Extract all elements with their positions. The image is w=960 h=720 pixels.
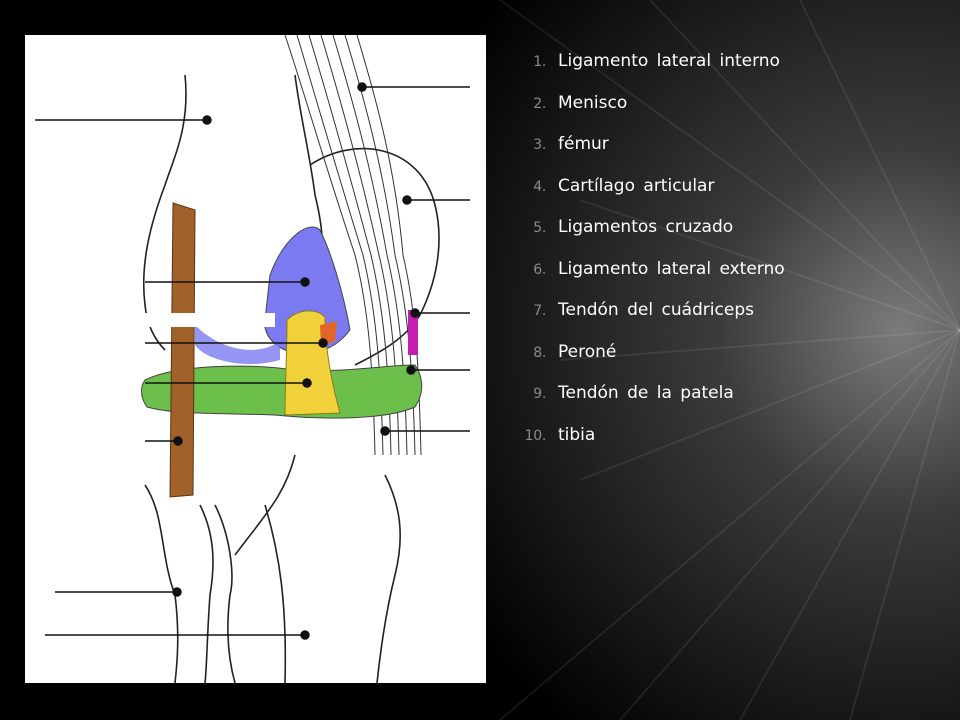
list-label: Ligamento lateral interno [558,51,780,71]
list-number: 3. [533,137,546,153]
list-label: Ligamento lateral externo [558,258,785,279]
list-label: Peroné [558,341,617,362]
cartilage-shape [264,226,351,354]
list-label: Menisco [558,92,628,113]
list-label: fémur [558,134,609,154]
list-number: 4. [533,178,546,195]
patella-outline [309,147,440,366]
list-number: 1. [533,54,546,70]
fibula-outline [144,484,179,683]
list-number: 10. [524,427,547,444]
list-item: 10. tibia [512,422,942,464]
list-item: 3. fémur [512,131,942,173]
knee-diagram [25,35,486,683]
list-number: 5. [533,220,546,236]
list-number: 9. [533,386,546,402]
meniscus-shape [141,364,423,419]
magenta-ligament-shape [408,310,418,355]
list-number: 2. [533,95,546,112]
list-item: 7. Tendón del cuádriceps [512,297,942,339]
fibula-outline-right [199,504,214,683]
knee-anatomy-illustration [35,35,470,683]
tendon-lines [234,454,296,556]
list-label: tibia [558,424,596,445]
tibia-outline [214,504,236,683]
list-number: 8. [533,344,546,361]
tibia-edge [264,504,287,683]
list-number: 6. [533,261,546,278]
list-label: Tendón del cuádriceps [558,300,754,320]
list-label: Cartílago articular [558,175,715,196]
tibia-outline-right [376,474,401,683]
list-item: 2. Menisco [512,90,942,132]
list-label: Ligamentos cruzado [558,217,734,237]
list-item: 6. Ligamento lateral externo [512,256,942,298]
cartilage-lower [195,325,280,365]
list-item: 5. Ligamentos cruzado [512,214,942,256]
anatomy-term-list: 1. Ligamento lateral interno 2. Menisco 3.… [512,48,942,463]
list-item: 4. Cartílago articular [512,173,942,215]
list-number: 7. [533,303,546,319]
list-item: 8. Peroné [512,339,942,381]
list-label: Tendón de la patela [558,383,734,403]
list-item: 9. Tendón de la patela [512,380,942,422]
label-cover-box [140,313,275,327]
list-item: 1. Ligamento lateral interno [512,48,942,90]
cruciate-ligament-shape [284,310,341,416]
lateral-ligament-shape [169,202,196,498]
